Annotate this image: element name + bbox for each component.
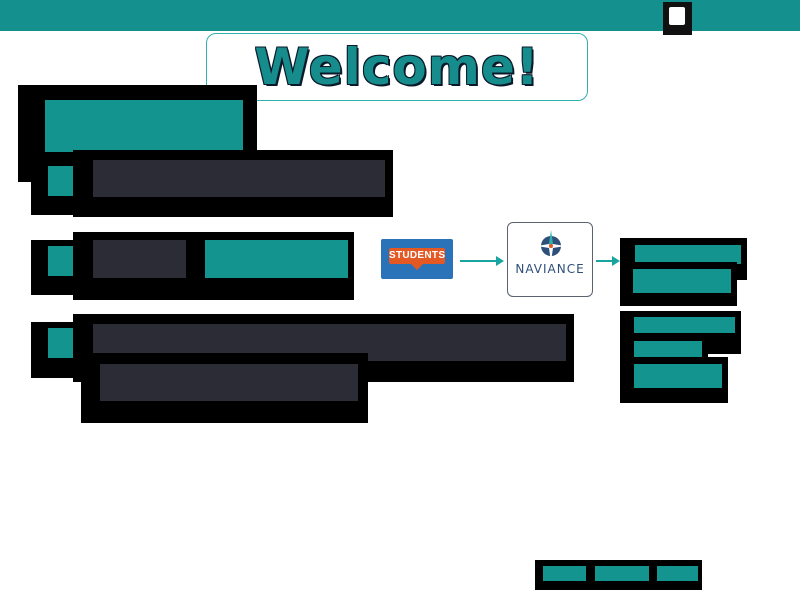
welcome-banner: Welcome! [206, 33, 588, 101]
nav-button[interactable] [543, 566, 586, 581]
row-1-bar[interactable] [93, 160, 385, 197]
students-tag: STUDENTS [389, 248, 445, 264]
row-2-teal-button[interactable] [205, 240, 348, 278]
square-icon [669, 7, 685, 25]
naviance-label: NAVIANCE [515, 262, 585, 276]
row-3-icon-square[interactable] [48, 328, 76, 358]
row-2-bar[interactable] [93, 240, 187, 278]
arrow-right-icon [612, 256, 620, 266]
naviance-logo-box[interactable]: NAVIANCE [507, 222, 593, 297]
option-button[interactable] [634, 364, 722, 388]
top-right-button[interactable] [663, 2, 692, 35]
option-button[interactable] [635, 245, 741, 264]
arrow-right-icon [496, 256, 504, 266]
arrow-line-1 [460, 260, 498, 262]
students-badge[interactable]: STUDENTS [381, 239, 453, 279]
nav-button[interactable] [657, 566, 698, 581]
row-1-icon-square[interactable] [48, 166, 76, 196]
option-button[interactable] [634, 317, 735, 333]
row-3-sub-bar[interactable] [100, 364, 358, 401]
option-button[interactable] [634, 341, 702, 357]
arrow-line-2 [596, 260, 614, 262]
page-title: Welcome! [254, 38, 540, 96]
option-button[interactable] [633, 269, 731, 293]
row-2-icon-square[interactable] [48, 246, 76, 276]
section-header-block[interactable] [45, 100, 243, 152]
students-tag-tail [411, 264, 423, 270]
nav-button[interactable] [595, 566, 649, 581]
compass-star-icon [537, 230, 565, 262]
